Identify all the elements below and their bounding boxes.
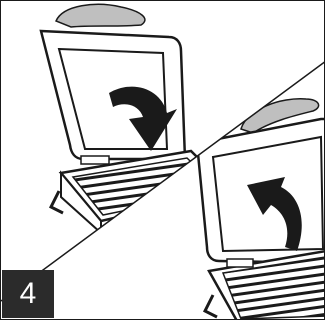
step-number-badge: 4 [2,270,54,318]
step-number: 4 [20,277,37,311]
panel-open-lid [197,99,325,320]
hand-left-icon [56,4,145,27]
